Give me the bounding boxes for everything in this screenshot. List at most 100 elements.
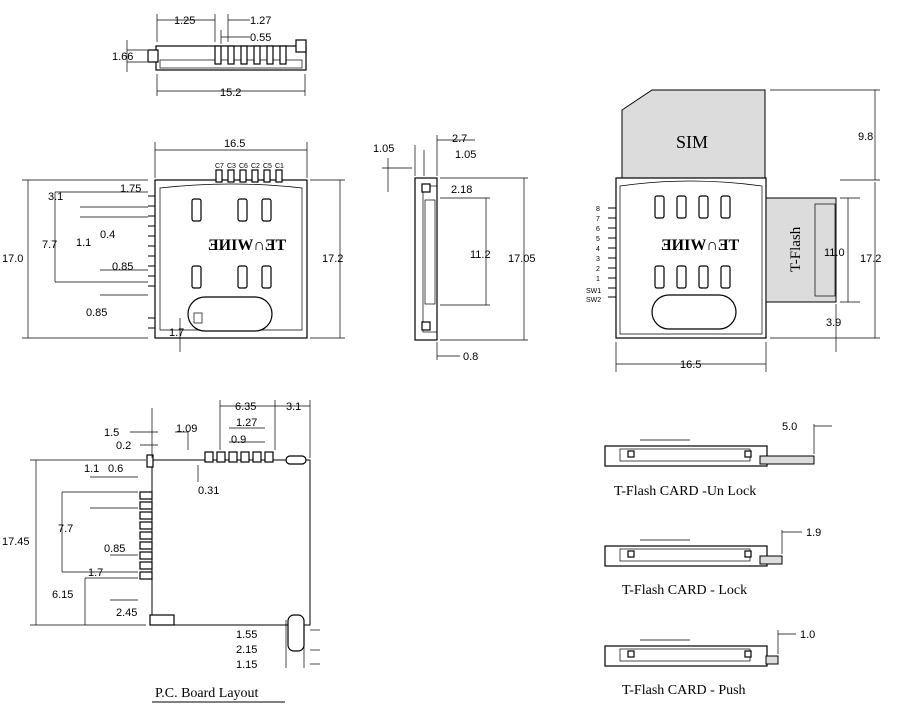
sim-card [621, 89, 766, 181]
dim-1-25: 1.25 [174, 15, 195, 27]
sim-label: SIM [676, 132, 708, 152]
svg-text:7: 7 [596, 216, 600, 223]
front-view-shell [159, 183, 303, 331]
dim-3-1: 3.1 [48, 191, 63, 203]
push-dim: 1.0 [800, 629, 815, 641]
dim-6-35: 6.35 [235, 401, 256, 413]
dim-0-55: 0.55 [250, 32, 271, 44]
push-hole-right [744, 650, 752, 658]
lock-hole-left [627, 550, 635, 558]
card-view-lower-slots [654, 265, 731, 289]
svg-text:SW1: SW1 [586, 288, 601, 295]
side-view-body [414, 177, 438, 341]
dim-16-5: 16.5 [224, 138, 245, 150]
dim-1-7-pcb: 1.7 [88, 567, 103, 579]
dim-0-85-pcb: 0.85 [104, 543, 125, 555]
pcb-bottom-slot [287, 614, 305, 652]
pcb-outline [151, 459, 311, 626]
dim-2-15: 2.15 [236, 644, 257, 656]
pcb-layout-title: P.C. Board Layout [155, 686, 259, 701]
push-card [765, 655, 779, 665]
dim-9-8: 9.8 [858, 131, 873, 143]
dim-1-27: 1.27 [250, 15, 271, 27]
tflash-unlock: 5.0 T-Flash CARD -Un Lock [604, 421, 832, 499]
svg-text:6: 6 [596, 226, 600, 233]
top-view-contacts [214, 45, 287, 65]
top-view: 1.25 1.27 0.55 1.66 15.2 [112, 14, 307, 99]
dim-11-0: 11.0 [824, 247, 845, 259]
card-view-pin-numbers: 8 7 6 5 4 3 2 1 SW1 SW2 [586, 206, 601, 304]
unlock-card [759, 455, 815, 465]
unlock-hole-left [627, 450, 635, 458]
pcb-layout: 6.35 3.1 1.5 1.09 0.2 1.27 0.9 0.31 1.1 … [2, 400, 320, 703]
top-view-tab-left [147, 49, 159, 63]
card-view-upper-slots [654, 195, 731, 219]
dim-7-7: 7.7 [42, 239, 57, 251]
dim-0-31: 0.31 [198, 485, 219, 497]
dim-6-15: 6.15 [52, 589, 73, 601]
tflash-push: 1.0 T-Flash CARD - Push [604, 629, 815, 698]
front-view-upper-slots [191, 198, 272, 222]
svg-text:5: 5 [596, 236, 600, 243]
tflash-card [765, 197, 837, 303]
svg-text:2: 2 [596, 266, 600, 273]
dim-1-1: 1.1 [76, 237, 91, 249]
card-view-pins [608, 207, 616, 298]
dim-17-0: 17.0 [2, 253, 23, 265]
dim-0-2: 0.2 [116, 440, 131, 452]
push-caption: T-Flash CARD - Push [622, 683, 746, 698]
unlock-dim: 5.0 [782, 421, 797, 433]
svg-text:C1: C1 [275, 163, 284, 170]
dim-1-27-pcb: 1.27 [236, 417, 257, 429]
dim-3-1-pcb: 3.1 [286, 401, 301, 413]
side-view-tab-bottom [421, 321, 431, 331]
lock-card [759, 555, 783, 565]
dim-0-85-lower: 0.85 [86, 307, 107, 319]
svg-text:3: 3 [596, 256, 600, 263]
dim-2-7: 2.7 [452, 133, 467, 145]
front-view-side-pins [148, 195, 155, 329]
side-view-card-slot [424, 199, 436, 305]
pcb-side-pads [139, 491, 153, 580]
svg-text:1: 1 [596, 276, 600, 283]
side-view-tab-top [421, 183, 431, 193]
card-view-oval-window [651, 294, 737, 330]
dim-1-55: 1.55 [236, 629, 257, 641]
svg-text:C7: C7 [215, 163, 224, 170]
dim-0-9: 0.9 [231, 434, 246, 446]
side-view: 2.7 1.05 1.05 2.18 11.2 17.05 0.8 [373, 133, 536, 363]
front-view-lower-slots [191, 265, 272, 289]
dim-1-15: 1.15 [236, 659, 257, 671]
front-view-latch [193, 312, 203, 324]
unlock-caption: T-Flash CARD -Un Lock [614, 484, 756, 499]
dim-0-6: 0.6 [108, 463, 123, 475]
pcb-top-pads [204, 451, 307, 465]
push-hole-left [627, 650, 635, 658]
tflash-lock: 1.9 T-Flash CARD - Lock [604, 527, 821, 598]
dim-1-75: 1.75 [120, 183, 141, 195]
dim-0-85-upper: 0.85 [112, 261, 133, 273]
dim-1-7: 1.7 [169, 327, 184, 339]
card-view: SIM T-Flash ƎИIW∩ƎT [586, 89, 881, 372]
svg-text:C6: C6 [239, 163, 248, 170]
dim-1-5: 1.5 [104, 427, 119, 439]
top-view-tab-right [295, 39, 307, 53]
dim-0-4: 0.4 [100, 229, 115, 241]
dim-1-66: 1.66 [112, 51, 133, 63]
svg-text:C5: C5 [263, 163, 272, 170]
front-view-oval-window [187, 296, 273, 332]
dim-1-1-pcb: 1.1 [84, 463, 99, 475]
dim-2-45: 2.45 [116, 607, 137, 619]
dim-17-2: 17.2 [322, 253, 343, 265]
dim-17-45: 17.45 [2, 536, 30, 548]
card-view-logo: ƎИIW∩ƎT [661, 237, 740, 254]
dim-16-5-card: 16.5 [680, 359, 701, 371]
pcb-corner-pad [146, 454, 154, 468]
front-view: ƎИIW∩ƎT C7 C3 C6 C2 C5 C1 [2, 138, 345, 352]
tflash-card-edge [814, 203, 836, 297]
dim-1-05-right: 1.05 [455, 149, 476, 161]
dim-2-18: 2.18 [451, 184, 472, 196]
pcb-bottom-tab [149, 614, 175, 626]
dim-1-09: 1.09 [176, 423, 197, 435]
